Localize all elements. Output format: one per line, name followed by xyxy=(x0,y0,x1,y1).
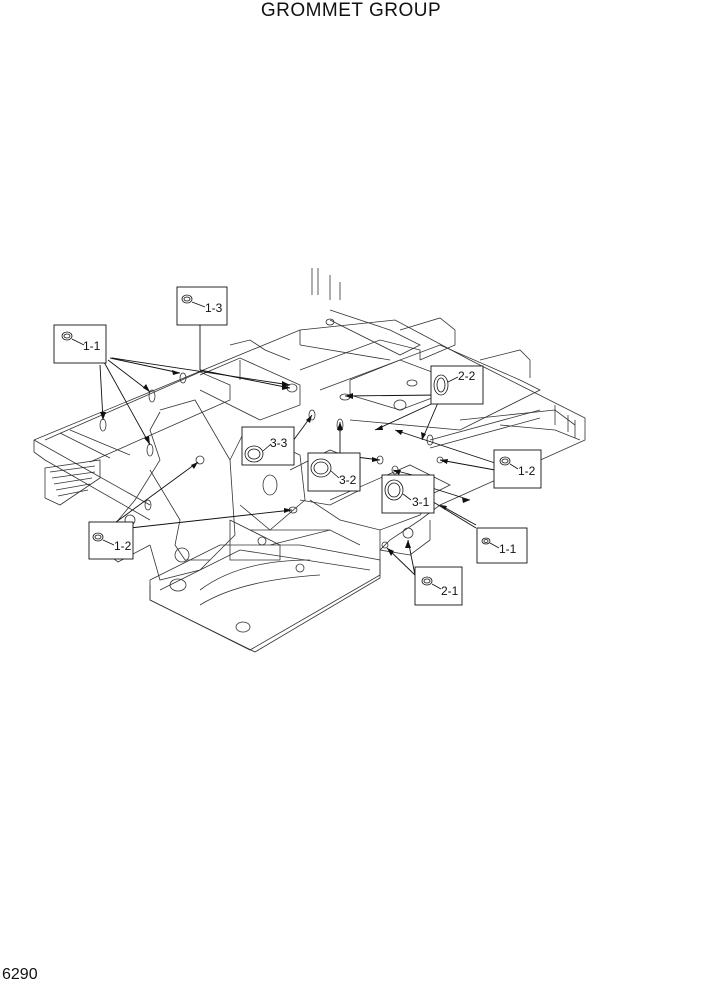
grommet-small-icon xyxy=(481,537,491,545)
grommet-small-icon xyxy=(421,576,433,586)
grommet-large-icon xyxy=(310,458,332,478)
page-title: GROMMET GROUP xyxy=(260,0,442,21)
callout-label-1-2: 1-2 xyxy=(114,539,132,553)
callout-label-3-2: 3-2 xyxy=(339,473,357,487)
grommet-small-icon xyxy=(92,532,104,542)
grommet-large-icon xyxy=(384,479,404,501)
page-number: 6290 xyxy=(2,966,38,983)
grommet-small-icon xyxy=(61,331,73,341)
grommet-icons xyxy=(61,294,511,586)
callout-label-3-3: 3-3 xyxy=(270,436,288,450)
callout-label-1-2: 1-2 xyxy=(518,464,536,478)
callout-label-1-1: 1-1 xyxy=(499,542,517,556)
callout-label-2-2: 2-2 xyxy=(458,369,476,383)
grommet-small-icon xyxy=(499,456,511,466)
callout-boxes xyxy=(53,286,542,606)
leader-lines xyxy=(99,325,496,576)
callout-label-2-1: 2-1 xyxy=(441,584,459,598)
frame-holes xyxy=(99,318,444,633)
grommet-large-icon xyxy=(244,445,264,463)
arrowheads xyxy=(100,370,470,556)
callout-label-3-1: 3-1 xyxy=(412,495,430,509)
grommet-large-icon xyxy=(433,374,449,396)
callout-label-1-3: 1-3 xyxy=(205,301,223,315)
callout-label-1-1: 1-1 xyxy=(83,339,101,353)
grommet-small-icon xyxy=(181,294,193,304)
